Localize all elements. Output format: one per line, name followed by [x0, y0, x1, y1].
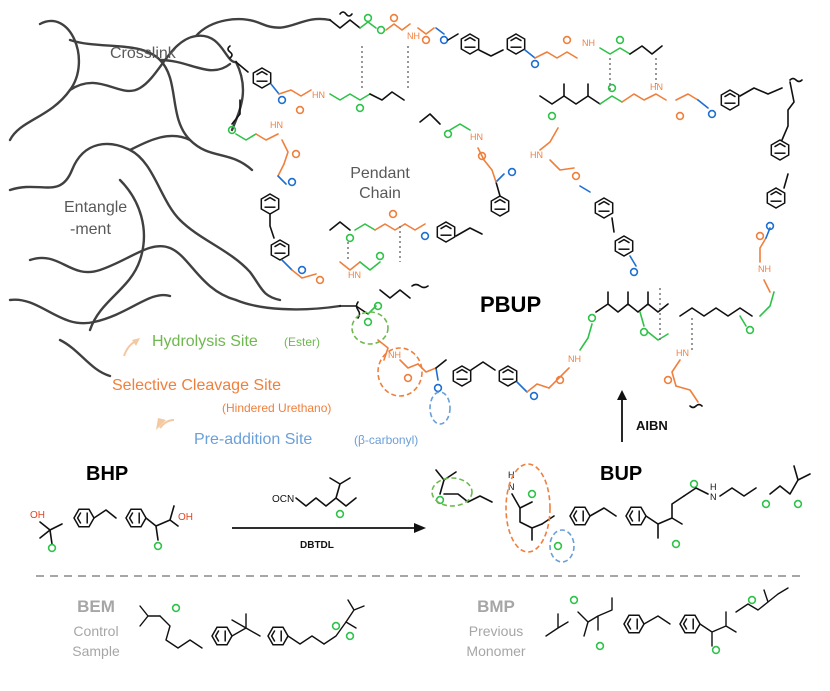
- aibn-arrow-head: [617, 390, 627, 400]
- svg-text:HN: HN: [470, 132, 483, 142]
- svg-text:NH: NH: [568, 354, 581, 364]
- bmp-structure: [545, 587, 789, 655]
- ocn-label: OCN: [272, 494, 294, 505]
- svg-text:HN: HN: [650, 82, 663, 92]
- svg-text:N: N: [710, 492, 717, 502]
- pendant-chain-label-line2: Chain: [359, 185, 401, 202]
- bhp-structure: OH OH: [30, 505, 193, 553]
- bem-caption-line1: Control: [73, 623, 118, 639]
- bhp-oh-right: OH: [178, 512, 193, 523]
- cleavage-site-label: Selective Cleavage Site: [112, 377, 281, 394]
- bhp-label: BHP: [86, 463, 128, 485]
- preaddition-arrow-head: [156, 418, 166, 430]
- svg-text:NH: NH: [758, 264, 771, 274]
- svg-text:HN: HN: [312, 90, 325, 100]
- hydrolysis-site-ellipse: [351, 311, 389, 345]
- entanglement-label-line1: Entangle: [64, 199, 127, 216]
- cleavage-site-ellipse: [377, 347, 423, 397]
- bup-label: BUP: [600, 463, 642, 485]
- svg-text:HN: HN: [530, 150, 543, 160]
- preaddition-site-ellipse: [429, 391, 451, 425]
- svg-text:HN: HN: [348, 270, 361, 280]
- pendant-chain-label-line1: Pendant: [350, 165, 410, 182]
- bup-preaddition-ellipse: [549, 529, 575, 563]
- bem-label: BEM: [77, 597, 115, 616]
- preaddition-site-label: Pre-addition Site: [194, 431, 312, 448]
- bhp-oh-left: OH: [30, 510, 45, 521]
- pbup-network-structure: NH HN HN: [227, 11, 803, 409]
- hydrolysis-site-note: (Ester): [284, 335, 320, 349]
- aibn-label: AIBN: [636, 418, 668, 433]
- hydrolysis-arrow-head: [132, 338, 140, 346]
- preaddition-site-note: (β-carbonyl): [354, 433, 418, 447]
- svg-text:HN: HN: [270, 120, 283, 130]
- preaddition-arrow: [159, 419, 175, 429]
- svg-text:N: N: [508, 482, 515, 492]
- bup-cleavage-ellipse: [505, 463, 551, 553]
- svg-text:NH: NH: [388, 350, 401, 360]
- dbtdl-label: DBTDL: [300, 540, 334, 551]
- pbup-label: PBUP: [480, 292, 541, 317]
- bmp-caption-line2: Monomer: [466, 643, 525, 659]
- cleavage-site-note: (Hindered Urethano): [222, 401, 331, 415]
- entanglement-label-line2: -ment: [70, 221, 111, 238]
- isocyanate-reagent: OCN: [272, 477, 357, 519]
- crosslink-label: Crosslink: [110, 45, 177, 62]
- bem-caption-line2: Sample: [72, 643, 120, 659]
- svg-text:H: H: [508, 470, 515, 480]
- svg-text:NH: NH: [582, 38, 595, 48]
- hydrolysis-site-label: Hydrolysis Site: [152, 333, 258, 350]
- polymer-network-curves: [8, 17, 342, 378]
- bmp-label: BMP: [477, 597, 515, 616]
- svg-text:HN: HN: [676, 348, 689, 358]
- svg-text:H: H: [710, 482, 717, 492]
- bem-structure: [139, 599, 365, 649]
- bmp-caption-line1: Previous: [469, 623, 523, 639]
- bup-hydrolysis-ellipse: [431, 477, 473, 507]
- synthesis-arrow-head: [414, 523, 426, 533]
